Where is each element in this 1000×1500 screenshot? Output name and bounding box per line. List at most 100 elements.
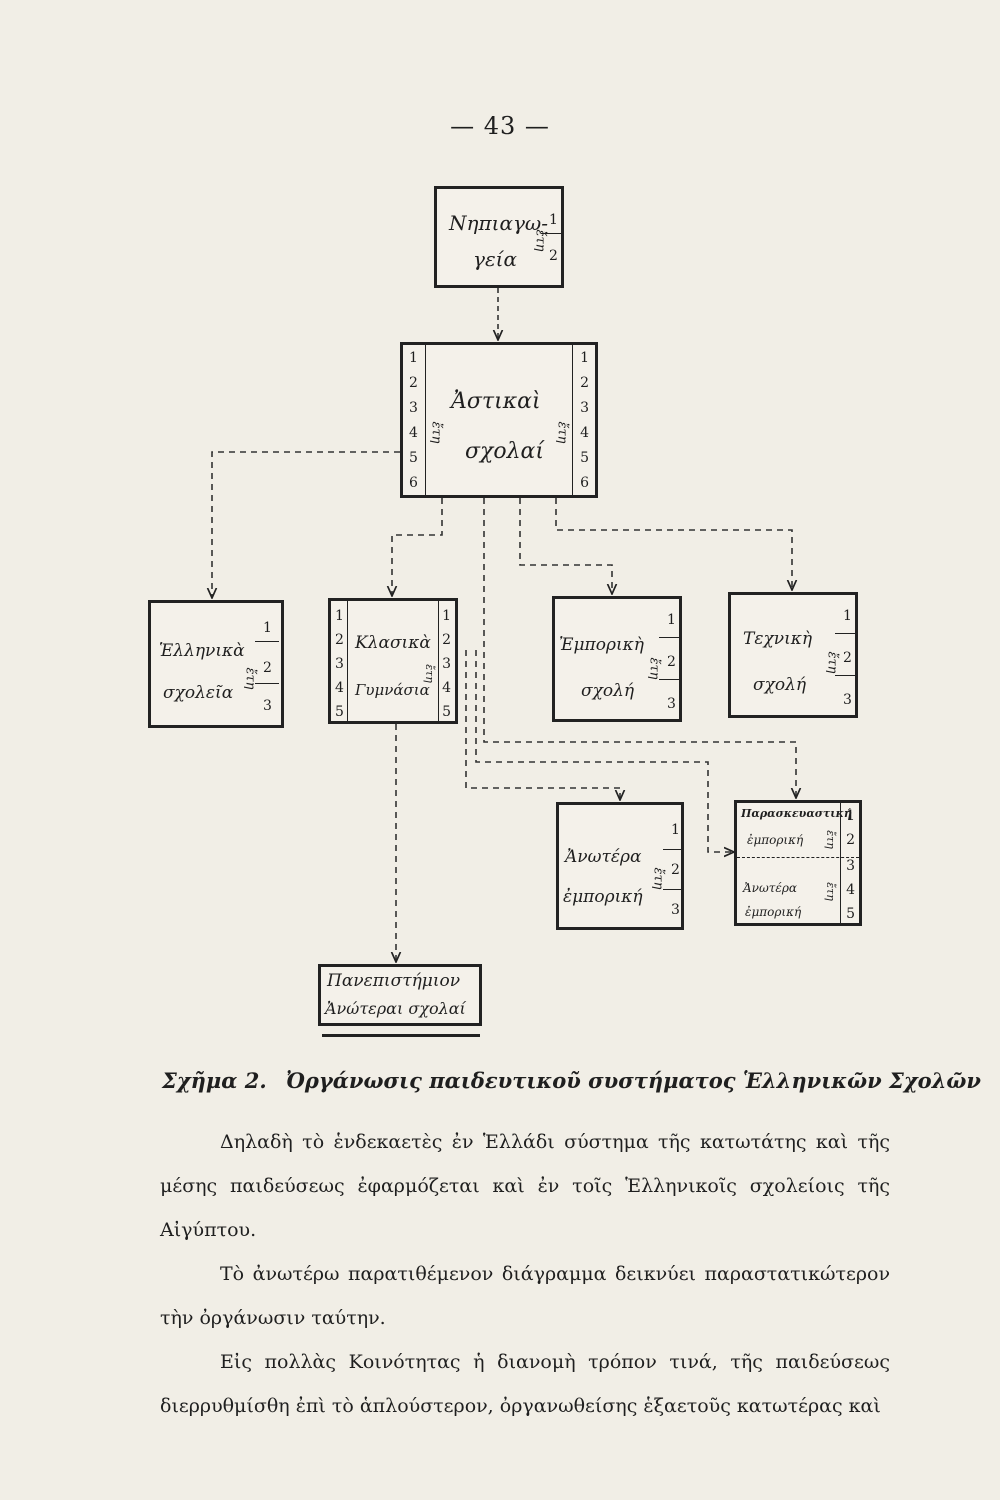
page-number: — 43 — [450,112,550,140]
box-label: ἐμπορική [745,905,802,919]
year-number: 5 [409,450,418,466]
conn-primary-greek [212,451,400,598]
year-number: 3 [846,858,855,874]
year-number: 2 [409,375,418,391]
year-number: 1 [667,612,676,628]
year-number: 3 [335,656,344,672]
year-column-right [438,601,455,721]
divider [663,849,683,850]
box-kindergarten: Νηπιαγω- γεία ἔτη 1 2 [434,186,564,288]
box-label: σχολεῖα [163,683,234,703]
year-number: 3 [667,696,676,712]
year-number: 1 [846,808,855,824]
box-label: σχολή [753,675,807,695]
years-label: ἔτη [554,421,570,444]
year-number: 2 [580,375,589,391]
box-university: Πανεπιστήμιον Ἀνώτεραι σχολαί [318,964,482,1026]
box-higher-commercial: Ἀνωτέρα ἐμπορική ἔτη 1 2 3 [556,802,684,930]
box-label: σχολή [581,681,635,701]
year-number: 3 [843,692,852,708]
divider [659,637,681,638]
figure-number: Σχῆμα 2. [162,1068,267,1093]
year-column-left [331,601,348,721]
box-label: Ἑλληνικὰ [159,641,245,661]
divider [663,889,683,890]
years-label: ἔτη [242,667,258,690]
figure-caption: Σχῆμα 2. Ὀργάνωσις παιδευτικοῦ συστήματο… [162,1068,981,1093]
year-column-right [840,803,859,923]
conn-primary-technical [555,498,792,590]
year-number: 1 [671,822,680,838]
year-number: 4 [846,882,855,898]
years-label: ἔτη [650,867,666,890]
box-label: Ἀνώτεραι σχολαί [325,999,466,1018]
divider [835,675,857,676]
box-label: ἐμπορική [747,833,804,847]
box-greek-schools: Ἑλληνικὰ σχολεῖα ἔτη 1 2 3 [148,600,284,728]
year-number: 1 [843,608,852,624]
box-label: σχολαί [465,439,545,464]
year-number: 3 [263,698,272,714]
year-number: 3 [409,400,418,416]
box-technical-school: Τεχνικὴ σχολή ἔτη 1 2 3 [728,592,858,718]
year-number: 2 [846,832,855,848]
year-number: 3 [442,656,451,672]
box-label: Τεχνικὴ [743,629,813,649]
divider [255,683,279,684]
box-label: Κλασικὰ [355,633,431,653]
year-number: 2 [671,862,680,878]
year-number: 6 [409,475,418,491]
year-number: 2 [667,654,676,670]
year-number: 2 [263,660,272,676]
years-label: ἔτη [824,651,840,674]
divider [737,857,859,858]
year-column-right [572,345,595,495]
divider [659,679,681,680]
year-number: 4 [335,680,344,696]
year-number: 1 [335,608,344,624]
years-label: ἔτη [646,657,662,680]
year-number: 3 [671,902,680,918]
box-label: Ἀνωτέρα [743,881,797,895]
paragraph: Δηλαδὴ τὸ ἑνδεκαετὲς ἐν Ἑλλάδι σύστημα τ… [160,1131,890,1241]
year-number: 1 [263,620,272,636]
year-number: 5 [846,906,855,922]
box-label: Πανεπιστήμιον [327,971,461,991]
box-preparatory-commercial: Παρασκευαστική ἐμπορική Ἀνωτέρα ἐμπορική… [734,800,862,926]
box-classical-gymnasia: 1 2 3 4 5 1 2 3 4 5 Κλασικὰ Γυμνάσια ἔτη [328,598,458,724]
year-number: 2 [549,248,558,264]
box-label: Ἀνωτέρα [565,847,642,867]
box-label: Γυμνάσια [355,681,430,699]
year-number: 1 [442,608,451,624]
year-number: 5 [442,704,451,720]
years-label: ἔτη [423,664,437,683]
year-number: 4 [580,425,589,441]
years-label: ἔτη [823,830,837,849]
year-number: 2 [335,632,344,648]
conn-primary-classical [392,498,443,596]
year-number: 3 [580,400,589,416]
year-number: 5 [335,704,344,720]
year-number: 4 [442,680,451,696]
figure-title: Ὀργάνωσις παιδευτικοῦ συστήματος Ἑλληνικ… [286,1068,981,1093]
divider [255,641,279,642]
year-number: 4 [409,425,418,441]
box-label: ἐμπορική [563,887,643,907]
year-number: 1 [409,350,418,366]
box-label: Παρασκευαστική [741,807,852,820]
divider [541,233,563,234]
underline-rule [322,1034,480,1037]
years-label: ἔτη [823,882,837,901]
years-label: ἔτη [428,421,444,444]
conn-primary-commercial [519,498,612,594]
box-label: Νηπιαγω- [449,211,548,235]
divider [835,633,857,634]
year-number: 5 [580,450,589,466]
paragraph: Εἰς πολλὰς Κοινότητας ἡ διανομὴ τρόπον τ… [160,1351,890,1417]
year-number: 2 [843,650,852,666]
year-number: 1 [549,212,558,228]
year-column-left [403,345,426,495]
year-number: 1 [580,350,589,366]
year-number: 6 [580,475,589,491]
